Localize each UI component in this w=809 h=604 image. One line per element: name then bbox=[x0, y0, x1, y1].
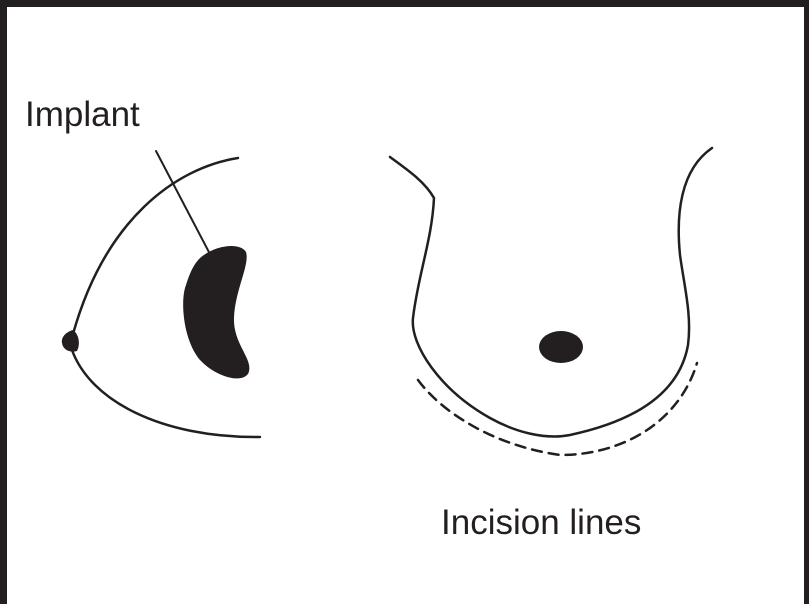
front-view-breast-contour bbox=[390, 148, 712, 436]
incision-line bbox=[418, 363, 697, 455]
implant-label: Implant bbox=[25, 97, 140, 132]
front-view-nipple bbox=[539, 331, 583, 363]
implant-shape bbox=[183, 246, 249, 378]
nipple-shape bbox=[62, 330, 79, 352]
front-view bbox=[390, 148, 712, 455]
incision-lines-label: Incision lines bbox=[441, 505, 641, 540]
